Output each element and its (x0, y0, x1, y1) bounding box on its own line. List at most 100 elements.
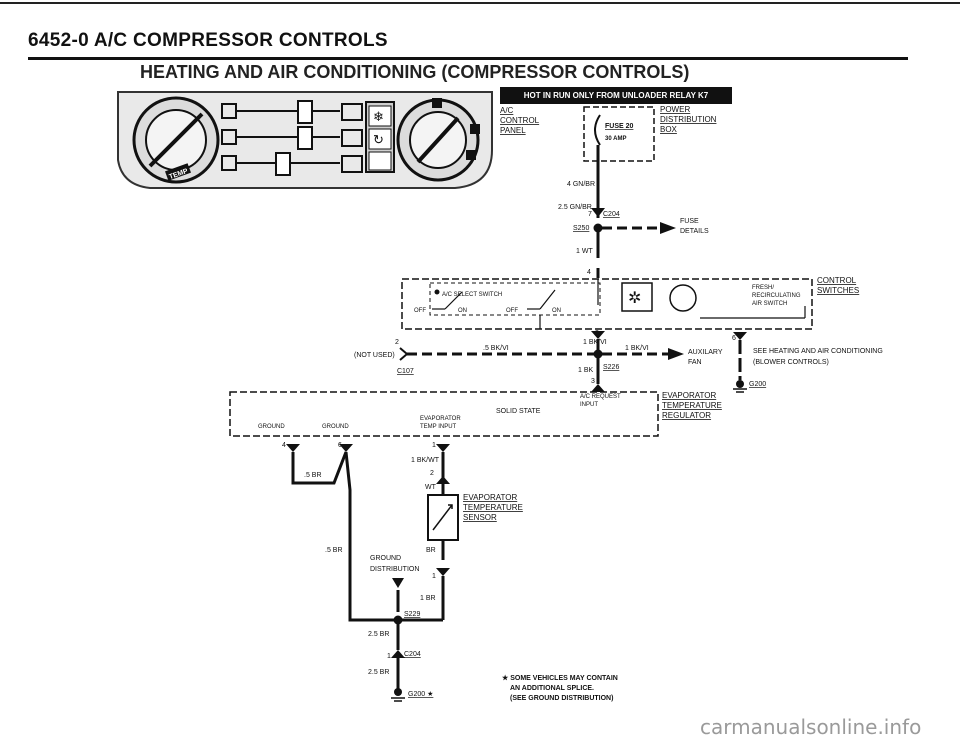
wire-wt: WT (425, 484, 437, 491)
ac-request-2: INPUT (580, 402, 598, 408)
ac-select-switch-box (429, 282, 601, 316)
regulator-label-2: TEMPERATURE (662, 401, 722, 410)
switch-on-2: ON (552, 308, 561, 314)
solid-state-label: SOLID STATE (496, 408, 541, 415)
ground-g200-bottom (394, 688, 402, 696)
pin-4-top: 4 (587, 269, 591, 276)
footnote-1: ★ SOME VEHICLES MAY CONTAIN (502, 674, 618, 682)
sensor-pin-2: 2 (430, 470, 434, 477)
hot-in-run-banner: HOT IN RUN ONLY FROM UNLOADER RELAY K7 (500, 87, 732, 104)
sensor-label-3: SENSOR (463, 513, 497, 522)
switch-on-1: ON (458, 308, 467, 314)
sensor-label-1: EVAPORATOR (463, 493, 517, 502)
fuse-details-2: DETAILS (680, 228, 709, 235)
pin-2-left: 2 (395, 339, 399, 346)
evap-temp-input-2: TEMP INPUT (420, 424, 457, 430)
footnote-2: AN ADDITIONAL SPLICE. (510, 685, 594, 692)
fuse-label: FUSE 20 (605, 123, 634, 130)
control-panel-graphic: TEMP ❄ ↻ (117, 91, 493, 189)
wire-25br-a: 2.5 BR (368, 631, 389, 638)
c107-label: C107 (397, 368, 414, 375)
wire-1bkwt: 1 BK/WT (411, 457, 440, 464)
wire-1bkvi-a: 1 BK/VI (583, 339, 607, 346)
wire-25gnbr: 2.5 GN/BR (558, 204, 592, 211)
watermark: carmanualsonline.info (700, 715, 922, 739)
aux-fan-arrow (668, 348, 684, 360)
control-switches-label-1: CONTROL (817, 276, 857, 285)
fan-icon: ✲ (628, 290, 641, 307)
sensor-label-2: TEMPERATURE (463, 503, 523, 512)
title-rule (28, 57, 908, 60)
reg-pin-1: 1 (432, 442, 436, 449)
fresh-label-2: RECIRCULATING (752, 293, 801, 299)
switch-contacts (432, 279, 599, 329)
wire-1bk-label: 1 BK (578, 367, 594, 374)
top-rule (0, 2, 960, 4)
page-title: 6452-0 A/C COMPRESSOR CONTROLS (28, 30, 388, 51)
ac-snowflake-icon: ❄ (373, 109, 384, 124)
wire-5bkvi-label: .5 BK/VI (483, 345, 509, 352)
sliders (221, 100, 363, 176)
recirculation-flap-icon (669, 284, 697, 312)
fresh-label-1: FRESH/ (752, 285, 774, 291)
s229-label: S229 (404, 611, 420, 618)
aux-fan-label-1: AUXILARY (688, 349, 723, 356)
fan-switch-symbol (621, 282, 653, 312)
see-heating-2: (BLOWER CONTROLS) (753, 359, 829, 366)
regulator-label-1: EVAPORATOR (662, 391, 716, 400)
fuse-details-1: FUSE (680, 218, 699, 225)
c204-bottom: C204 (404, 651, 421, 658)
wire-5br-top: .5 BR (304, 472, 322, 479)
c204-top: C204 (603, 211, 620, 218)
wire-25br-b: 2.5 BR (368, 669, 389, 676)
not-used-label: (NOT USED) (354, 352, 395, 359)
evaporator-regulator-box (229, 391, 659, 437)
fuse-icon (594, 114, 601, 146)
power-dist-label-2: DISTRIBUTION (660, 115, 717, 124)
switch-off-2: OFF (506, 308, 518, 314)
ac-control-panel-label-1: A/C (500, 106, 514, 115)
ground-loop-wires (291, 451, 445, 690)
wire-1bkvi-b: 1 BK/VI (625, 345, 649, 352)
evap-temp-input-1: EVAPORATOR (420, 416, 461, 422)
ground-distribution-arrow (392, 578, 404, 588)
power-distribution-box (583, 106, 655, 162)
wire-4gnbr: 4 GN/BR (567, 181, 595, 188)
fresh-label-3: AIR SWITCH (752, 301, 787, 307)
switch-off-1: OFF (414, 308, 426, 314)
power-dist-label-1: POWER (660, 105, 690, 114)
splice-s226 (593, 349, 603, 359)
aux-fan-label-2: FAN (688, 359, 702, 366)
wire-1wt: 1 WT (576, 248, 593, 255)
footnote-3: (SEE GROUND DISTRIBUTION) (510, 695, 613, 702)
reg-pin-4: 4 (282, 442, 286, 449)
control-switches-box (401, 278, 813, 330)
ground-label-2: GROUND (322, 424, 349, 430)
splice-s250 (593, 223, 603, 233)
ground-label-1: GROUND (258, 424, 285, 430)
regulator-label-3: REGULATOR (662, 411, 711, 420)
see-heating-1: SEE HEATING AND AIR CONDITIONING (753, 348, 883, 355)
c204-pin-1: 1 (387, 653, 391, 660)
ground-dist-1: GROUND (370, 555, 401, 562)
control-switches-label-2: SWITCHES (817, 286, 859, 295)
section-title: HEATING AND AIR CONDITIONING (COMPRESSOR… (140, 62, 690, 82)
pin-6-right: 6 (732, 335, 736, 342)
wire-5br-left: .5 BR (325, 547, 343, 554)
s250-label: S250 (573, 225, 589, 232)
ac-control-panel-label-3: PANEL (500, 126, 526, 135)
s226-label: S226 (603, 364, 619, 371)
ac-control-panel-label-2: CONTROL (500, 116, 540, 125)
pin-3: 3 (591, 378, 595, 385)
wire-br: BR (426, 547, 436, 554)
connector-c204-bottom (391, 650, 405, 658)
fuse-details-arrow (660, 222, 676, 234)
evaporator-temperature-sensor (427, 494, 459, 541)
g200-bottom: G200 ★ (408, 690, 433, 698)
fuse-amp: 30 AMP (605, 136, 626, 142)
g200-right: G200 (749, 381, 766, 388)
ac-request-1: A/C REQUEST (580, 394, 621, 400)
reg-pin-6: 6 (338, 442, 342, 449)
sensor-pin-1: 1 (432, 573, 436, 580)
